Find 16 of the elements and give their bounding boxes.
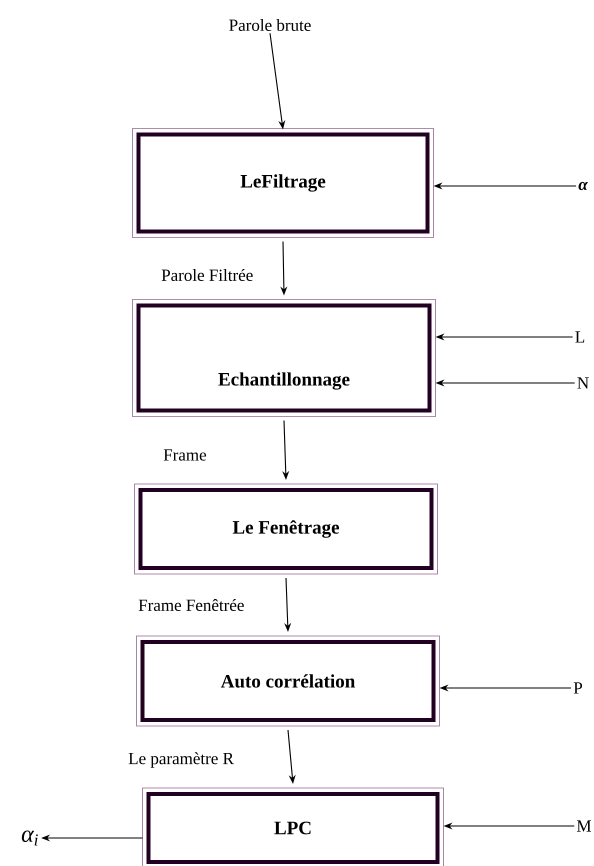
input-label: N [577, 377, 589, 389]
edge-label: Frame Fenêtrée [138, 599, 244, 611]
edge-label: Frame [164, 449, 206, 461]
process-box: Auto corrélation [136, 636, 440, 726]
process-box: Le Fenêtrage [134, 484, 438, 574]
input-label: P [574, 682, 582, 694]
edge-label: Le paramètre R [128, 752, 234, 768]
input-label: M [576, 820, 592, 832]
process-box: LeFiltrage [132, 128, 434, 238]
input-label: L [575, 331, 584, 343]
process-box: Echantillonnage [132, 299, 436, 417]
input-label: α$_{i}$ [22, 830, 38, 846]
input-label: Parole brute [229, 19, 311, 31]
process-box: LPC [142, 788, 444, 866]
edge-label: Parole Filtrée [162, 269, 253, 281]
input-label: α [578, 182, 588, 190]
